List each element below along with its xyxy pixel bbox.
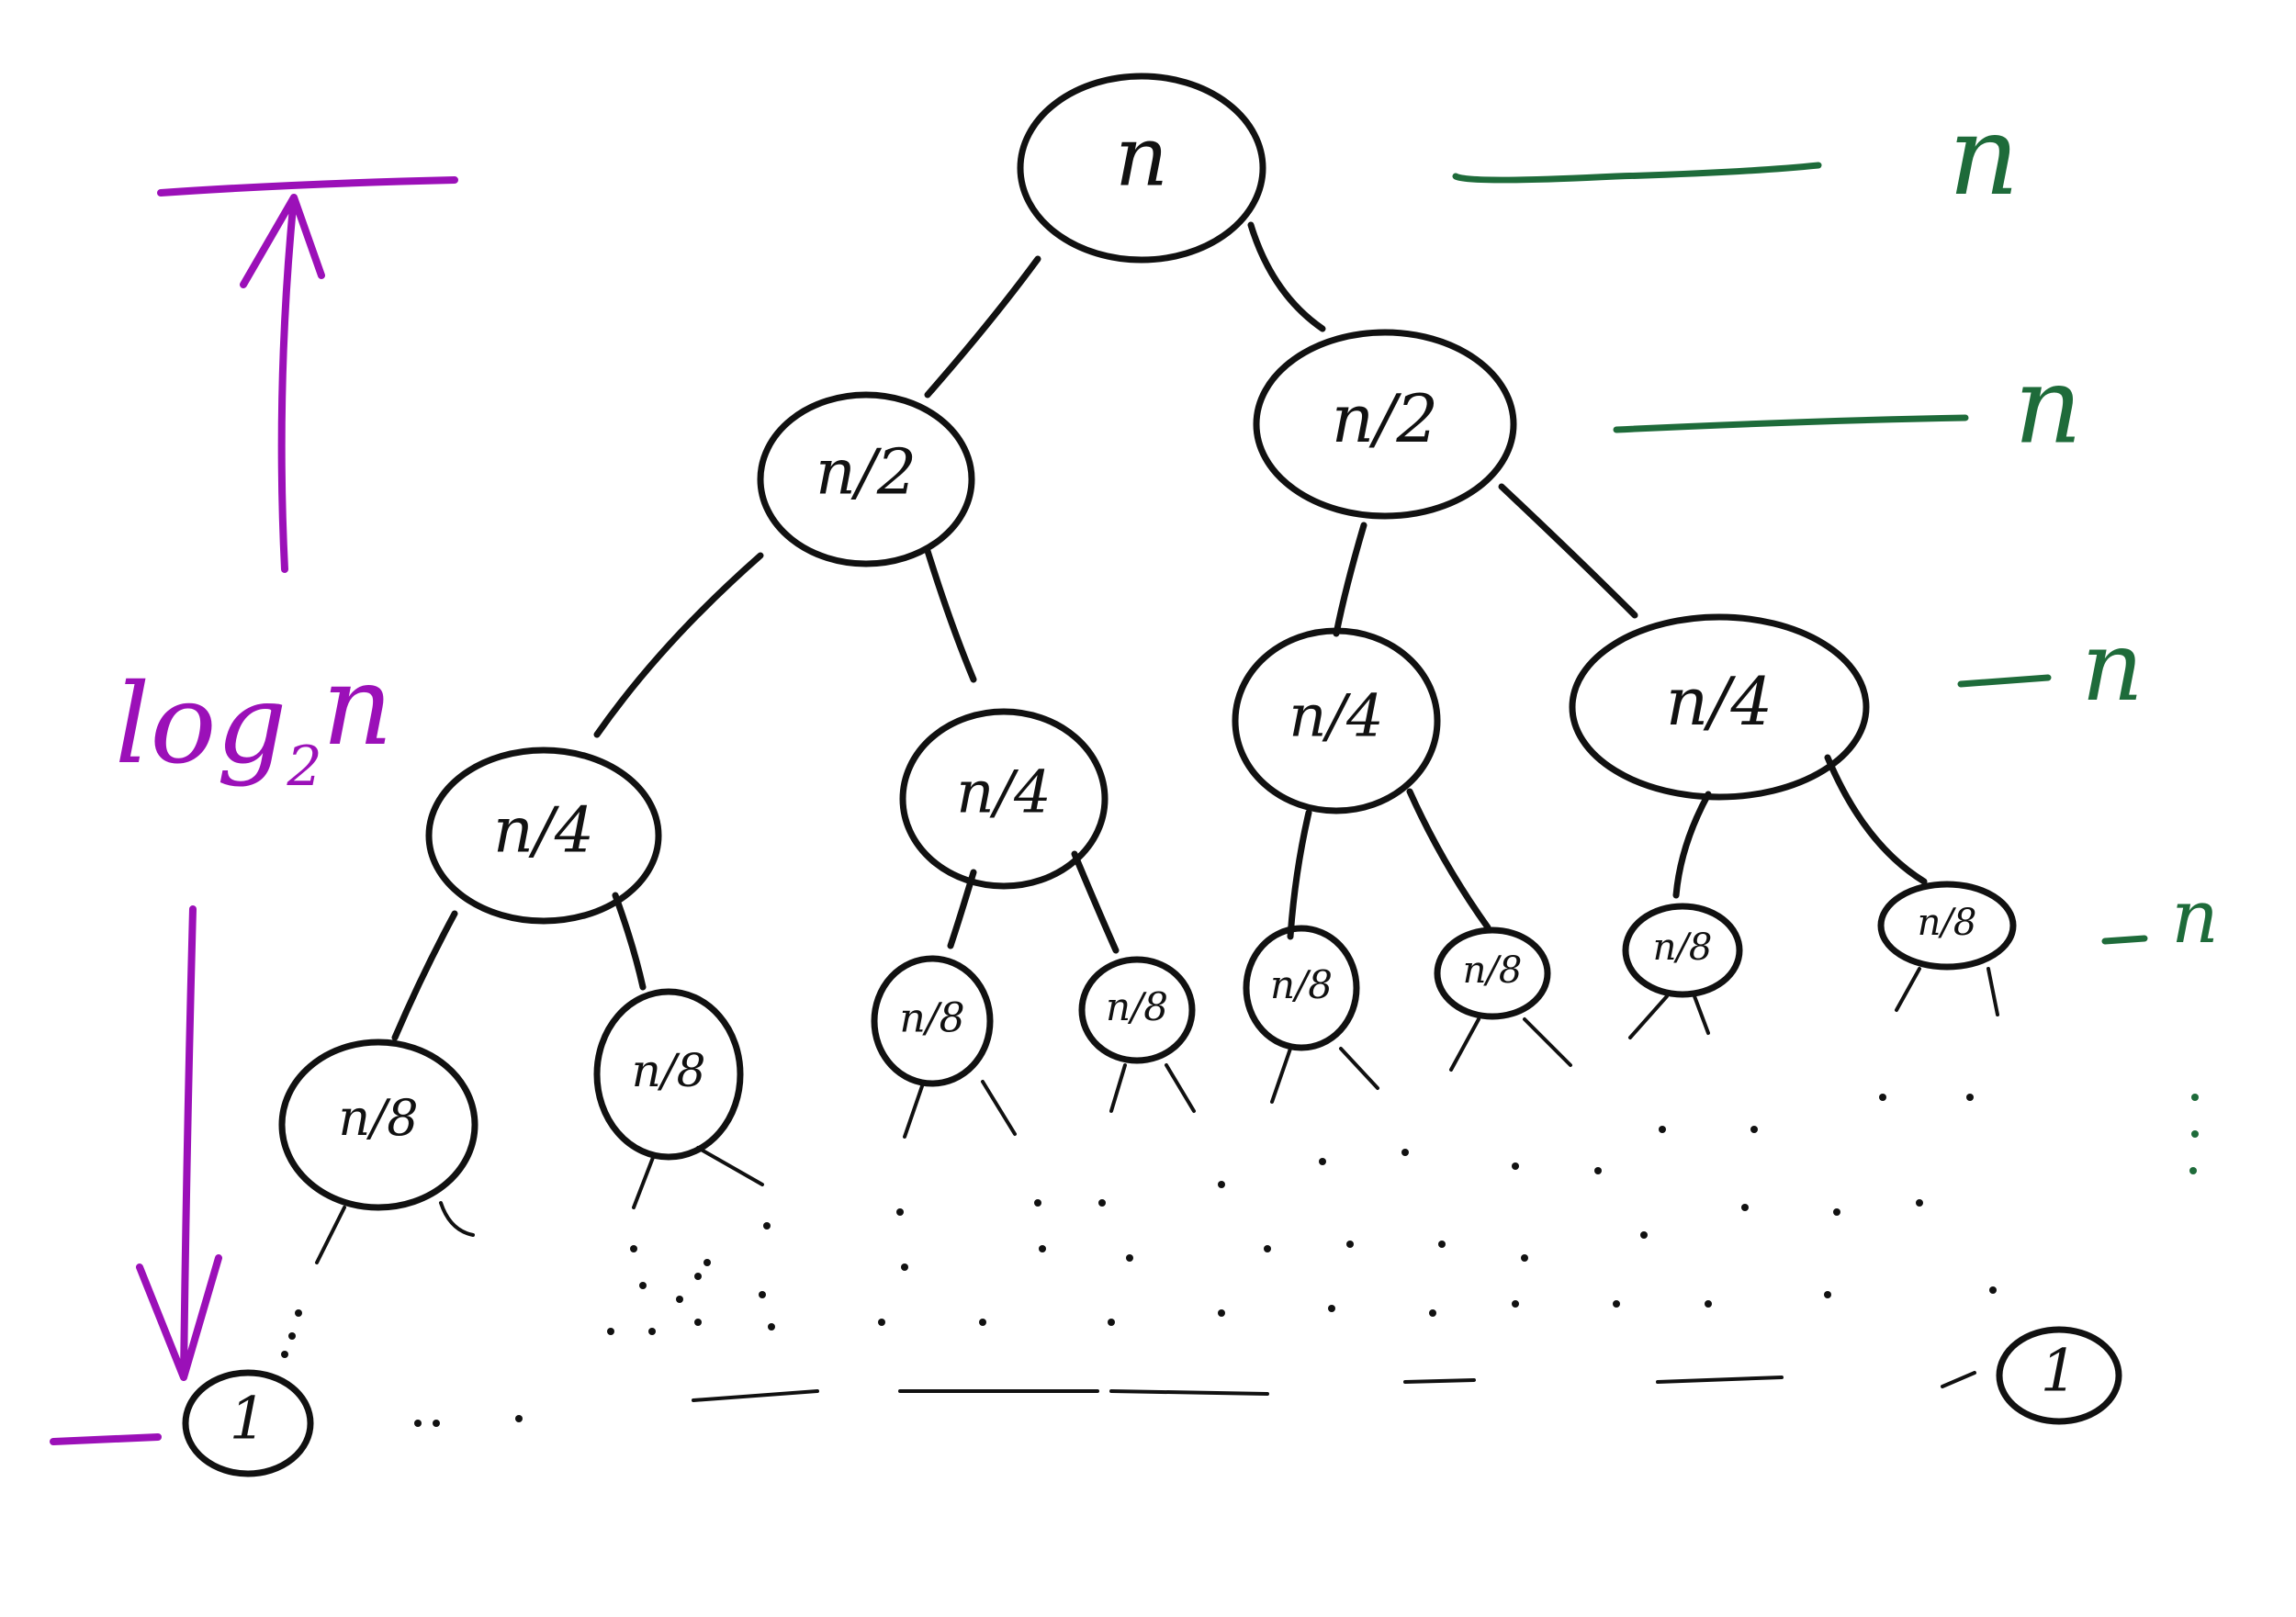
node-l3-4: n/8 (1243, 925, 1360, 1051)
height-annotation: log2n (50, 176, 458, 1445)
cost-level-2: n (1957, 611, 2144, 723)
svg-text:n/8: n/8 (1270, 962, 1333, 1007)
up-arrow-icon (240, 194, 325, 573)
svg-text:n: n (2081, 611, 2144, 723)
node-l3-0: n/8 (278, 1039, 478, 1211)
cost-level-1: n (1613, 345, 2082, 468)
svg-text:1: 1 (2041, 1338, 2078, 1406)
top-bar (157, 176, 458, 197)
svg-text:n: n (2171, 874, 2219, 960)
svg-text:n/4: n/4 (1666, 663, 1773, 740)
svg-text:n/8: n/8 (1653, 926, 1713, 969)
node-l3-7: n/8 (1877, 881, 2017, 971)
node-l3-2: n/8 (871, 955, 994, 1087)
down-arrow-icon (136, 905, 222, 1381)
svg-text:n/8: n/8 (632, 1044, 706, 1097)
node-l3-5: n/8 (1434, 926, 1551, 1020)
svg-text:n/2: n/2 (816, 437, 917, 510)
node-l2-2: n/4 (1232, 627, 1441, 814)
bottom-bar (50, 1433, 162, 1445)
svg-text:n/4: n/4 (493, 795, 594, 868)
node-l3-3: n/8 (1078, 956, 1196, 1064)
svg-text:n/4: n/4 (1289, 683, 1384, 751)
node-l1-1: n/2 (1253, 329, 1517, 520)
node-l1-0: n/2 (757, 391, 975, 567)
svg-text:n: n (1948, 93, 2019, 220)
svg-text:n/8: n/8 (1106, 984, 1168, 1029)
cost-ellipsis (2189, 1094, 2199, 1174)
node-l2-0: n/4 (425, 747, 662, 925)
node-l3-1: n/8 (593, 988, 744, 1161)
svg-text:n/8: n/8 (899, 995, 964, 1042)
level-costs: n n n n (1452, 93, 2219, 1174)
leaf-left: 1 (182, 1369, 314, 1477)
node-l2-3: n/4 (1569, 613, 1870, 801)
svg-text:n/2: n/2 (1332, 380, 1438, 457)
ellipsis-dots (281, 1094, 1997, 1427)
node-root: n (1017, 73, 1266, 264)
svg-text:1: 1 (230, 1386, 267, 1454)
svg-text:n/8: n/8 (1463, 949, 1523, 992)
baseline-dashes (692, 1371, 1976, 1402)
svg-text:n/8: n/8 (1918, 902, 1977, 944)
svg-text:n/4: n/4 (956, 759, 1052, 827)
node-l3-6: n/8 (1622, 903, 1743, 998)
cost-level-3: n (2101, 874, 2219, 960)
tree-edges (391, 221, 1928, 1041)
node-l2-1: n/4 (899, 708, 1109, 890)
child-stubs (315, 967, 1999, 1264)
leaf-right: 1 (1996, 1326, 2122, 1425)
svg-text:n: n (2014, 345, 2082, 468)
height-label: log2n (115, 643, 393, 799)
svg-text:n: n (1115, 108, 1168, 205)
cost-level-0: n (1452, 93, 2020, 220)
svg-text:n/8: n/8 (338, 1089, 418, 1147)
tree-nodes: n n/2 n/2 n/4 n/4 n/4 n/4 n/8 (182, 73, 2122, 1477)
